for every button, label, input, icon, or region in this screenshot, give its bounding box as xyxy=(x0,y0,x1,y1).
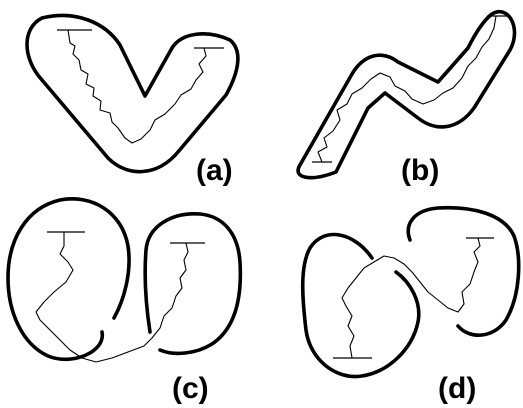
panel-c-left-outline xyxy=(8,199,129,359)
panel-a-trajectory xyxy=(68,30,206,143)
panel-a-outline xyxy=(27,16,238,172)
panel-a: (a) xyxy=(27,16,238,187)
panel-d-right-outline xyxy=(408,208,518,335)
panel-b-label: (b) xyxy=(401,154,439,187)
panel-c-trajectory xyxy=(36,232,188,362)
panel-b: (b) xyxy=(298,12,514,187)
panel-d-left-outline xyxy=(303,235,419,377)
panel-a-label: (a) xyxy=(196,154,233,187)
panel-b-outline xyxy=(298,12,514,178)
panel-c-right-outline xyxy=(145,214,240,354)
panel-d: (d) xyxy=(303,208,519,405)
panel-d-label: (d) xyxy=(438,372,476,405)
panel-c-label: (c) xyxy=(172,372,209,405)
panel-c: (c) xyxy=(8,199,240,405)
